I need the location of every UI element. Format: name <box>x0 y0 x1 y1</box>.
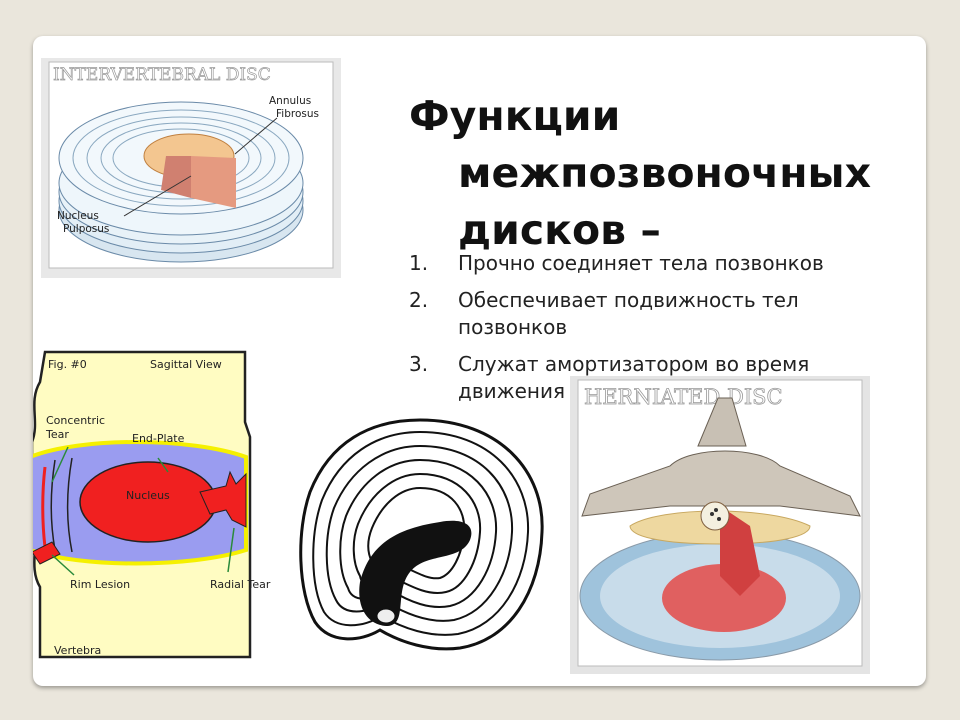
disc-header: INTERVERTEBRAL DISC <box>53 65 271 85</box>
nucleus-label: Nucleus <box>126 489 170 502</box>
annulus-label-2: Fibrosus <box>276 108 319 120</box>
radial-tear-label: Radial Tear <box>210 578 271 591</box>
nucleus-label-1: Nucleus <box>57 210 99 222</box>
endplate-label: End-Plate <box>132 432 185 445</box>
annulus-label-1: Annulus <box>269 95 311 107</box>
fig-label: Fig. #0 <box>48 358 87 371</box>
list-item: 2. Обеспечивает подвижность тел позвонко… <box>409 288 799 339</box>
functions-list: 1. Прочно соединяет тела позвонков 2. Об… <box>409 250 909 415</box>
slide: INTERVERTEBRAL DISC Annulus Fibrosus Nuc… <box>33 36 926 686</box>
sagittal-view-figure: Fig. #0 Sagittal View Concentric Tear En… <box>33 342 290 664</box>
title-line-1: Функции <box>409 92 621 140</box>
concentric-label-2: Tear <box>45 428 69 441</box>
herniated-header: HERNIATED DISC <box>584 385 783 409</box>
list-item: 3. Служат амортизатором во время движени… <box>409 352 810 403</box>
list-item: 1. Прочно соединяет тела позвонков <box>409 251 824 275</box>
rim-lesion-label: Rim Lesion <box>70 578 130 591</box>
vertebra-label: Vertebra <box>54 644 101 657</box>
title-line-3: дисков – <box>458 206 661 254</box>
herniated-disc-figure: HERNIATED DISC <box>570 376 870 674</box>
concentric-label-1: Concentric <box>46 414 105 427</box>
intervertebral-disc-figure: INTERVERTEBRAL DISC Annulus Fibrosus Nuc… <box>41 58 341 278</box>
disc-cross-section-figure <box>290 412 550 656</box>
slide-title: Функции межпозвоночных дисков – <box>409 88 926 259</box>
view-label: Sagittal View <box>150 358 222 371</box>
nucleus-label-2: Pulposus <box>63 223 109 235</box>
title-line-2: межпозвоночных <box>458 149 872 197</box>
